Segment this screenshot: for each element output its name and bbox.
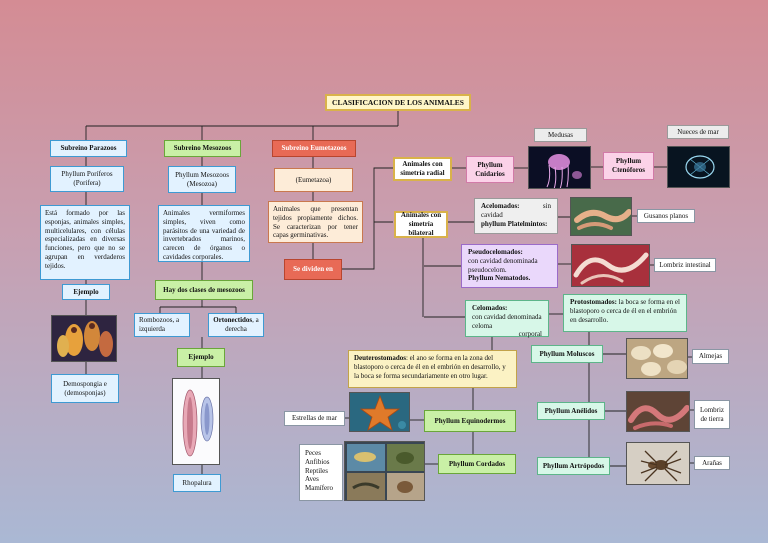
ctenophore-image xyxy=(667,146,730,188)
rombozoos-label: Rombozoos, a izquierda xyxy=(134,313,190,337)
deuterostomados-box: Deuterostomados: el ano se forma en la z… xyxy=(348,350,517,388)
deuterostomados-rest: : el ano se forma en la zona del blastop… xyxy=(354,354,506,380)
acelomados-bold: Acelomados: xyxy=(481,202,520,210)
medusas-label: Medusas xyxy=(534,128,587,142)
demospongiae-label: Demospongia e (demosponjas) xyxy=(51,374,119,403)
nueces-de-mar-label: Nueces de mar xyxy=(667,125,729,139)
earthworm-image xyxy=(626,391,690,432)
page-title: CLASIFICACION DE LOS ANIMALES xyxy=(325,94,471,111)
acelomados-cavidad: cavidad xyxy=(481,210,503,219)
planarian-image xyxy=(570,197,632,236)
celomados-box: Celomados: con cavidad denominada celoma… xyxy=(465,300,549,339)
ejemplo-mesozoos: Ejemplo xyxy=(177,348,225,367)
cordados-item: Peces xyxy=(305,449,321,457)
phyllum-cnidarios: Phyllum Cnidarios xyxy=(466,156,514,183)
poriferos-description: Está formado por las esponjas, animales … xyxy=(40,205,130,280)
simetria-radial: Animales con simetría radial xyxy=(393,157,452,181)
rhopalura-image xyxy=(172,378,220,465)
phyllum-moluscos: Phyllum Moluscos xyxy=(531,345,603,363)
phyllum-poriferos: Phyllum Poríferos (Porifera) xyxy=(50,166,124,192)
phyllum-cordados: Phyllum Cordados xyxy=(438,454,516,474)
phyllum-artropodos: Phyllum Artrópodos xyxy=(537,457,610,475)
clases-mesozoos: Hay dos clases de mesozoos xyxy=(155,280,253,300)
phyllum-platelmintos: phyllum Platelmintos: xyxy=(481,219,548,228)
almejas-label: Almejas xyxy=(692,349,729,364)
eumetazoos-description: Animales que presentan tejidos propiamen… xyxy=(268,201,363,243)
protostomados-rest: la boca se forma en el blastoporo o cerc… xyxy=(570,298,680,324)
rhopalura-label: Rhopalura xyxy=(173,474,221,492)
roundworm-image xyxy=(571,244,650,287)
protostomados-bold: Protostomados: xyxy=(570,298,617,306)
estrellas-de-mar-label: Estrellas de mar xyxy=(284,411,345,426)
subreino-eumetazoos: Subreino Eumetazoos xyxy=(272,140,356,157)
lombriz-tierra-label: Lombriz de tierra xyxy=(694,400,730,429)
pseudocelomados-bold: Pseudocelomados: xyxy=(468,248,523,256)
lombriz-intestinal-label: Lombriz intestinal xyxy=(654,258,716,272)
deuterostomados-bold: Deuterostomados xyxy=(354,354,406,362)
phyllum-nematodos: Phyllum Nematodos. xyxy=(468,274,531,283)
mesozoos-description: Animales vermiformes simples, viven como… xyxy=(158,205,250,262)
phyllum-equinodermos: Phyllum Equinodermos xyxy=(424,410,516,432)
phyllum-mesozoos: Phyllum Mesozoos (Mesozoa) xyxy=(168,166,236,193)
ortonectidos-label: Ortonectidos, a derecha xyxy=(208,313,264,337)
pseudocelomados-rest: con cavidad denominada pseudocelom. xyxy=(468,256,538,274)
subreino-mesozoos: Subreino Mesozoos xyxy=(164,140,241,157)
phyllum-anelidos: Phyllum Anélidos xyxy=(537,402,605,420)
phyllum-eumetazoa: (Eumetazoa) xyxy=(274,168,353,192)
ejemplo-parazoos: Ejemplo xyxy=(62,284,110,300)
ortonectidos-rest: , a derecha xyxy=(225,316,259,333)
gusanos-planos-label: Gusanos planos xyxy=(637,209,695,223)
celomados-corporal: corporal xyxy=(518,330,542,339)
simetria-bilateral: Animales con simetría bilateral xyxy=(394,211,448,238)
cordados-item: Mamífero xyxy=(305,484,333,492)
celomados-bold: Celomados: xyxy=(472,304,508,312)
medusa-image xyxy=(528,146,591,189)
ortonectidos-bold: Ortonectidos xyxy=(213,316,253,325)
phyllum-ctenoforos: Phyllum Ctenóforos xyxy=(603,152,654,180)
clams-image xyxy=(626,338,688,379)
spider-image xyxy=(626,442,690,485)
aranas-label: Arañas xyxy=(694,456,730,470)
pseudocelomados-box: Pseudocelomados: con cavidad denominada … xyxy=(461,244,558,288)
se-dividen-en: Se dividen en xyxy=(284,259,342,280)
celomados-rest: con cavidad denominada celoma xyxy=(472,312,542,330)
protostomados-box: Protostomados: la boca se forma en el bl… xyxy=(563,294,687,332)
cordados-list: Peces Anfibios Reptiles Aves Mamífero xyxy=(299,444,343,501)
chordates-image xyxy=(344,441,425,501)
cordados-item: Aves xyxy=(305,475,319,484)
cordados-item: Reptiles xyxy=(305,466,328,475)
cordados-item: Anfibios xyxy=(305,457,330,466)
sponge-image xyxy=(51,315,117,362)
acelomados-box: Acelomados: sin cavidad phyllum Platelmin… xyxy=(474,198,558,234)
subreino-parazoos: Subreino Parazoos xyxy=(50,140,127,157)
starfish-image xyxy=(349,392,410,432)
acelomados-sin: sin xyxy=(542,202,551,210)
